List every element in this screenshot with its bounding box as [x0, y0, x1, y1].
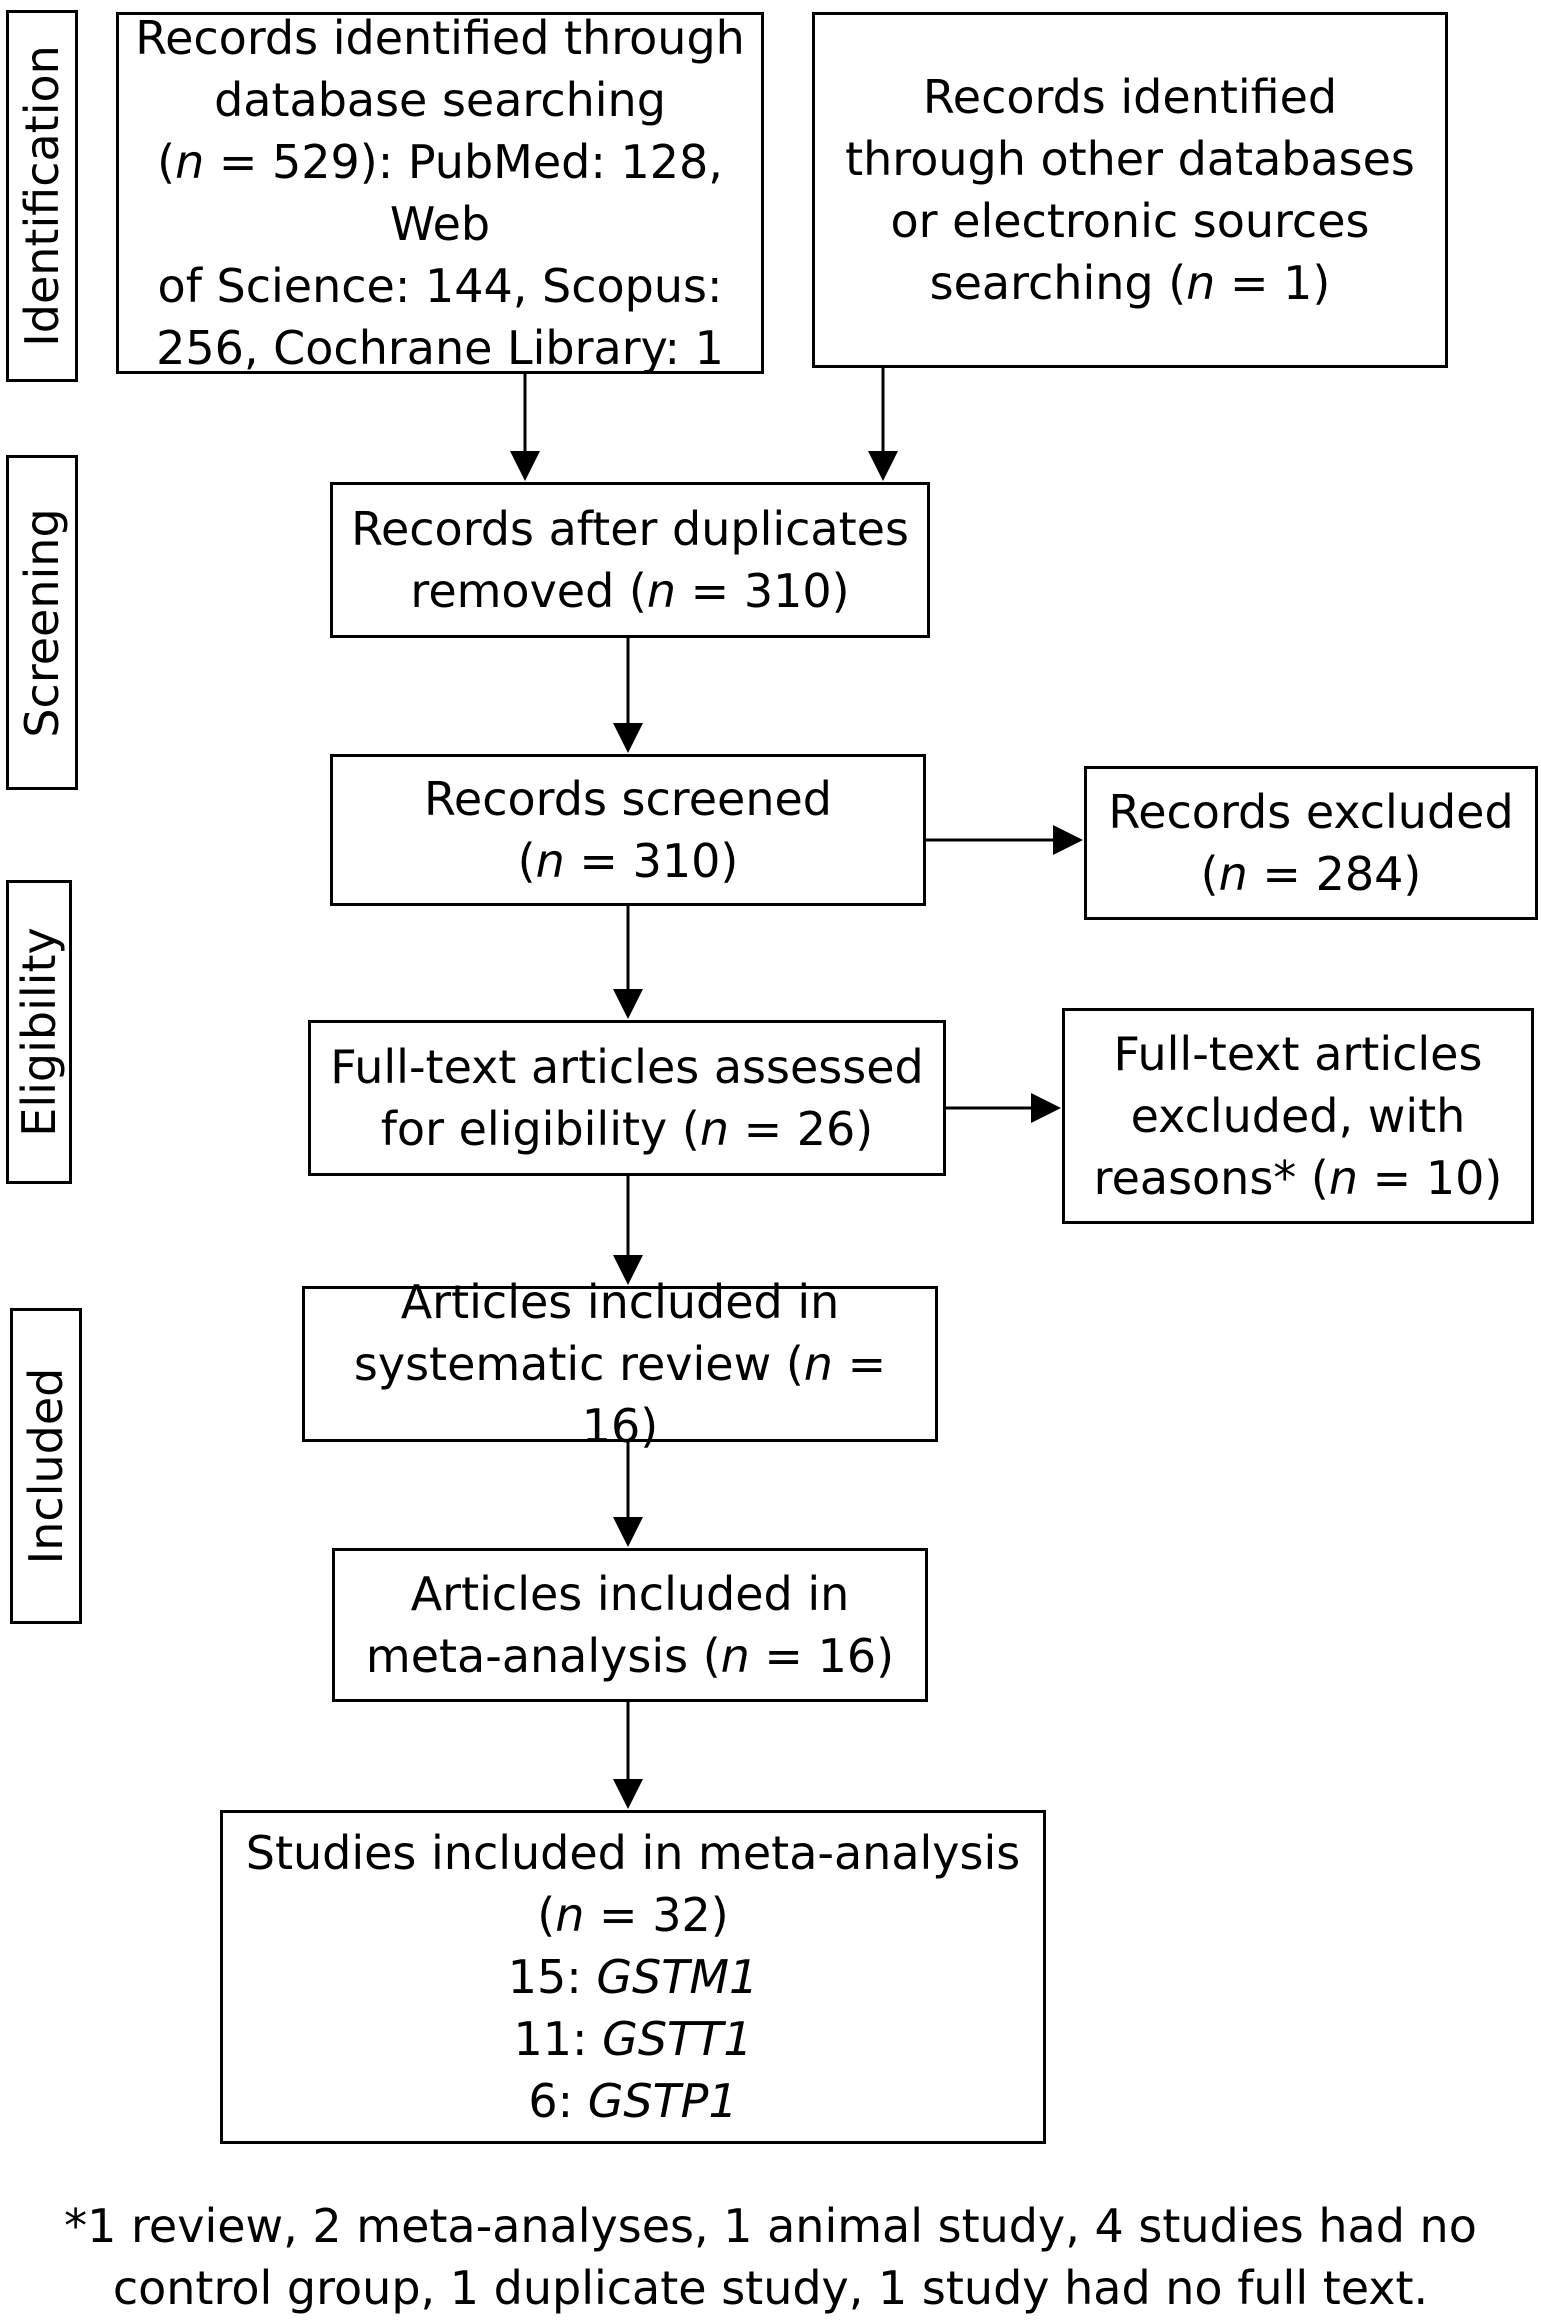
- stage-eligibility: Eligibility: [6, 880, 72, 1184]
- box-studies-included: Studies included in meta-analysis (n = 3…: [220, 1810, 1046, 2144]
- fulltext-assessed-line2: for eligibility (n = 26): [380, 1102, 874, 1156]
- other-sources-line1: Records identified: [922, 70, 1338, 124]
- studies-line2: (n = 32): [537, 1888, 729, 1942]
- db-search-line1: Records identified through: [135, 11, 745, 65]
- db-search-line5: 256, Cochrane Library: 1: [156, 321, 724, 375]
- fulltext-assessed-line1: Full-text articles assessed: [330, 1040, 924, 1094]
- box-fulltext-excluded: Full-text articles excluded, with reason…: [1062, 1008, 1534, 1224]
- box-fulltext-assessed: Full-text articles assessed for eligibil…: [308, 1020, 946, 1176]
- duplicates-line2: removed (n = 310): [410, 564, 850, 618]
- meta-analysis-line1: Articles included in: [410, 1567, 850, 1621]
- box-systematic-review: Articles included in systematic review (…: [302, 1275, 938, 1453]
- studies-gene-gstm1: 15: GSTM1: [507, 1950, 759, 2004]
- excluded-line2: (n = 284): [1200, 847, 1422, 901]
- box-meta-analysis: Articles included in meta-analysis (n = …: [332, 1548, 928, 1702]
- box-records-excluded: Records excluded (n = 284): [1084, 766, 1538, 920]
- meta-analysis-line2: meta-analysis (n = 16): [365, 1629, 895, 1683]
- other-sources-line2: through other databases: [845, 132, 1415, 186]
- footnote: *1 review, 2 meta-analyses, 1 animal stu…: [0, 2195, 1541, 2319]
- box-database-searching: Records identified through database sear…: [116, 11, 764, 375]
- footnote-line2: control group, 1 duplicate study, 1 stud…: [112, 2261, 1429, 2315]
- stage-included: Included: [10, 1308, 82, 1624]
- fulltext-excluded-line1: Full-text articles: [1113, 1027, 1483, 1081]
- studies-gene-gstt1: 11: GSTT1: [513, 2012, 753, 2066]
- screened-line2: (n = 310): [517, 834, 739, 888]
- duplicates-line1: Records after duplicates: [351, 502, 909, 556]
- db-search-line3: (n = 529): PubMed: 128, Web: [157, 135, 723, 251]
- stage-screening: Screening: [6, 455, 78, 790]
- other-sources-line4: searching (n = 1): [929, 256, 1331, 310]
- systematic-review-line2: systematic review (n = 16): [353, 1337, 887, 1453]
- studies-gene-gstp1: 6: GSTP1: [528, 2074, 738, 2128]
- screened-line1: Records screened: [424, 772, 832, 826]
- box-records-screened: Records screened (n = 310): [330, 754, 926, 906]
- excluded-line1: Records excluded: [1108, 785, 1514, 839]
- stage-identification: Identification: [6, 10, 78, 382]
- studies-line1: Studies included in meta-analysis: [245, 1826, 1021, 1880]
- box-other-sources: Records identified through other databas…: [812, 12, 1448, 368]
- fulltext-excluded-line3: reasons* (n = 10): [1093, 1151, 1503, 1205]
- db-search-line4: of Science: 144, Scopus:: [157, 259, 723, 313]
- footnote-line1: *1 review, 2 meta-analyses, 1 animal stu…: [64, 2199, 1477, 2253]
- db-search-line2: database searching: [214, 73, 666, 127]
- fulltext-excluded-line2: excluded, with: [1130, 1089, 1466, 1143]
- box-duplicates-removed: Records after duplicates removed (n = 31…: [330, 482, 930, 638]
- other-sources-line3: or electronic sources: [890, 194, 1370, 248]
